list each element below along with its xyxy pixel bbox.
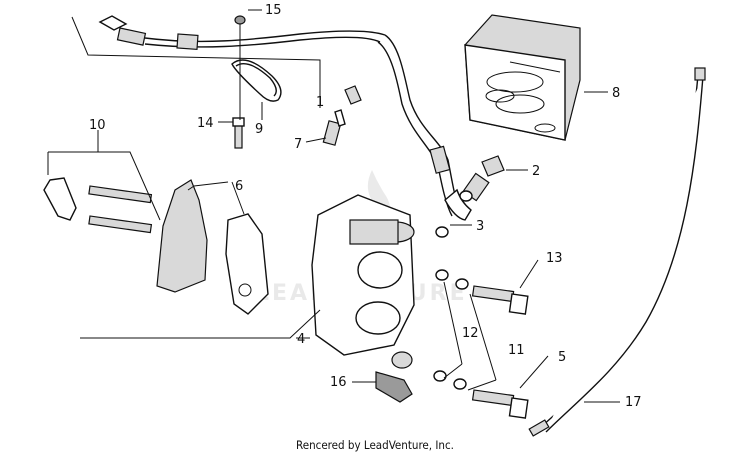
callout-9: 9: [255, 122, 263, 137]
callout-14: 14: [197, 116, 214, 131]
bleed-valve-part-7: [322, 85, 362, 146]
pad-pins-part-10: [43, 177, 153, 234]
seal-kit-bag-part-8: [464, 14, 581, 141]
callout-13: 13: [546, 251, 563, 266]
banjo-bolt-part-2: [435, 155, 505, 238]
callout-1: 1: [316, 95, 324, 110]
callout-7: 7: [294, 137, 302, 152]
callout-17: 17: [625, 395, 642, 410]
callout-3: 3: [476, 219, 484, 234]
callout-11: 11: [508, 343, 525, 358]
callout-12: 12: [462, 326, 479, 341]
callout-10: 10: [89, 118, 106, 133]
caliper-body-part-4: [311, 194, 415, 369]
callout-5: 5: [558, 350, 566, 365]
caliper-bolts-parts-5-11-12-13-16: [375, 269, 529, 419]
leader-lines: [47, 9, 620, 403]
callout-16: 16: [330, 375, 347, 390]
callout-15: 15: [265, 3, 282, 18]
callout-4: 4: [297, 332, 305, 347]
small-fittings-parts-9-14-15: [231, 15, 282, 149]
rod-part-17: [528, 67, 706, 437]
credit-footer: Rencered by LeadVenture, Inc.: [296, 438, 454, 452]
callout-2: 2: [532, 164, 540, 179]
brake-hose-part-1: [98, 15, 472, 221]
callout-6: 6: [235, 179, 243, 194]
callout-8: 8: [612, 86, 620, 101]
brake-pads-part-6: [156, 179, 269, 315]
callout-labels: 1 2 3 4 5 6 7 8 9 10 11 12 13 14 15 16 1…: [89, 3, 642, 410]
